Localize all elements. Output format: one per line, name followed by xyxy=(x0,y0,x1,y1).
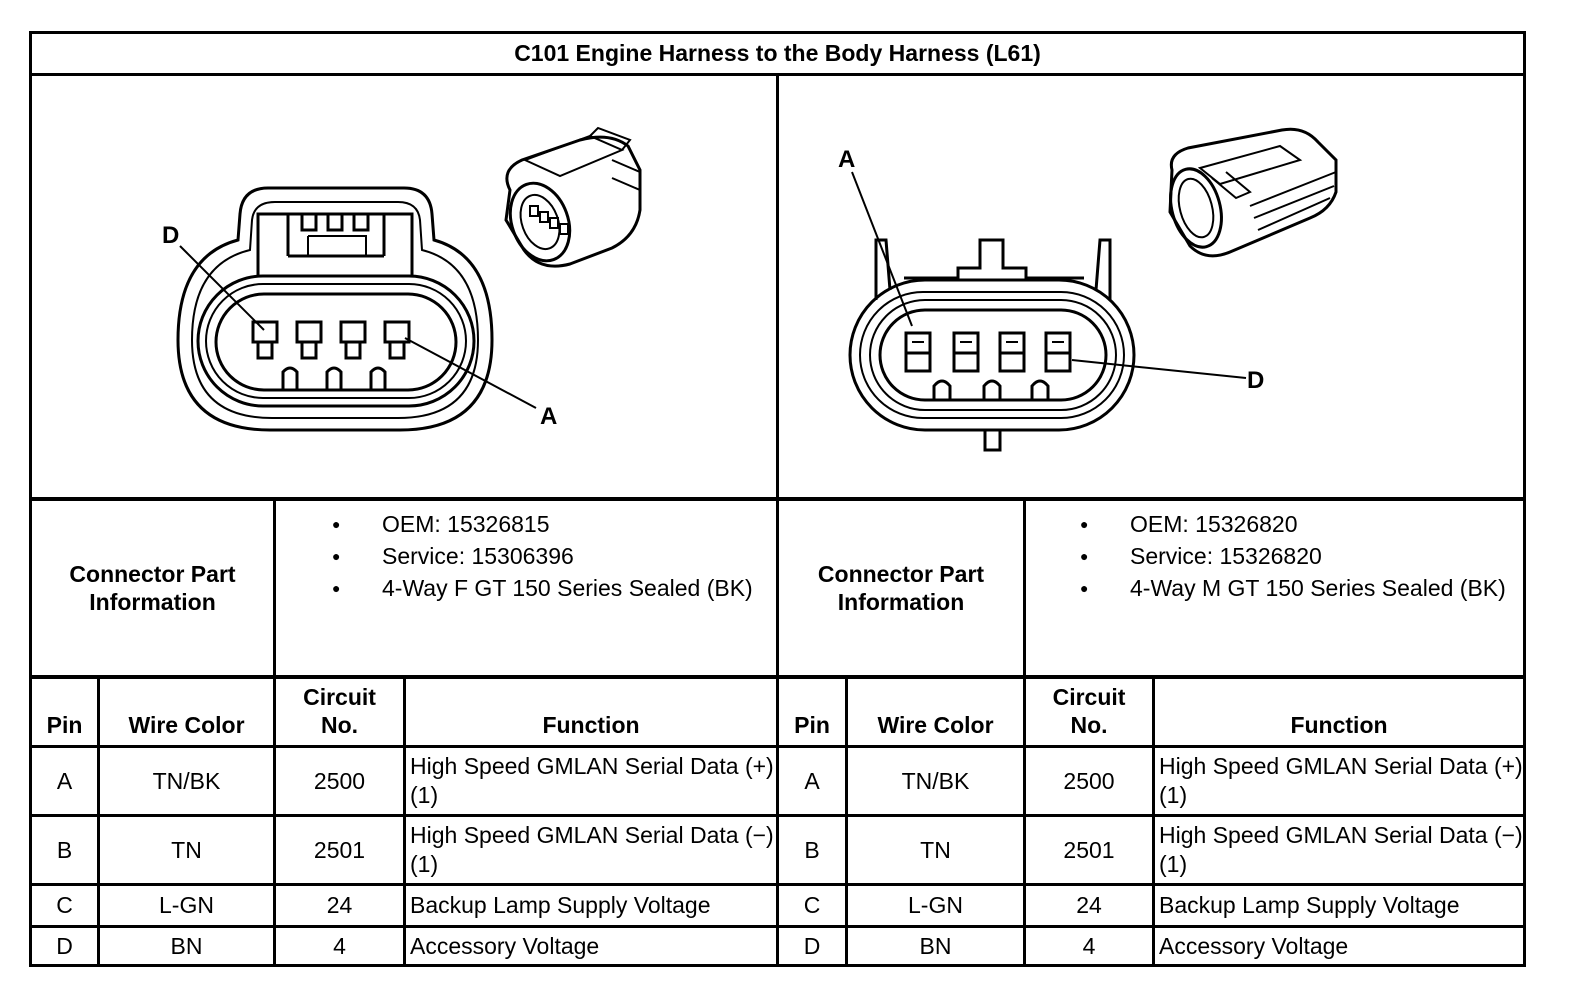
table-row: High Speed GMLAN Serial Data (−) (1) xyxy=(410,822,774,877)
table-row: TN/BK xyxy=(152,767,221,794)
table-row: TN xyxy=(920,836,951,863)
table-row: C xyxy=(56,892,73,918)
table-row: B xyxy=(804,836,820,863)
table-row: Accessory Voltage xyxy=(1159,932,1349,959)
right-connector-part-info-list: OEM: 15326820 Service: 15326820 4-Way M … xyxy=(1080,508,1510,668)
right-header-pin: Pin xyxy=(794,712,830,738)
right-pin-label-bottom: D xyxy=(1247,367,1264,394)
table-row: High Speed GMLAN Serial Data (+) (1) xyxy=(1159,753,1523,808)
col-divider xyxy=(845,677,848,967)
table-row: TN xyxy=(171,836,202,863)
table-row: 4 xyxy=(1082,932,1096,959)
table-row: BN xyxy=(919,932,952,959)
table-row: 2500 xyxy=(1063,767,1115,794)
left-info-service: Service: 15306396 xyxy=(332,540,753,572)
table-row: 24 xyxy=(1076,892,1102,918)
left-connector-part-info-label: Connector Part Information xyxy=(69,561,236,615)
table-row: A xyxy=(56,767,73,794)
title-divider xyxy=(29,73,1526,76)
table-row: Accessory Voltage xyxy=(410,932,600,959)
right-header-function: Function xyxy=(1290,712,1388,738)
col-divider xyxy=(97,677,100,967)
col-divider xyxy=(273,499,276,967)
left-pin-label-top: D xyxy=(162,222,179,249)
col-divider xyxy=(403,677,406,967)
right-info-description: 4-Way M GT 150 Series Sealed (BK) xyxy=(1080,574,1506,603)
female-connector-3d-icon xyxy=(504,126,642,268)
table-row: A xyxy=(804,767,820,794)
table-row: D xyxy=(56,932,73,959)
table-row: 2501 xyxy=(313,836,366,863)
table-row: L-GN xyxy=(908,892,963,918)
col-divider xyxy=(1023,499,1026,967)
left-header-pin: Pin xyxy=(46,712,83,738)
table-row: TN/BK xyxy=(901,767,970,794)
table-row: C xyxy=(803,892,821,918)
right-connector-part-info-label: Connector Part Information xyxy=(817,561,985,615)
table-row: B xyxy=(56,836,73,863)
male-connector-3d-icon xyxy=(1168,127,1338,258)
table-row: BN xyxy=(170,932,203,959)
table-row: 4 xyxy=(333,932,346,959)
left-header-wire-color: Wire Color xyxy=(128,712,245,738)
table-row: Backup Lamp Supply Voltage xyxy=(410,892,711,918)
left-connector-part-info-list: OEM: 15326815 Service: 15306396 4-Way F … xyxy=(332,508,762,668)
table-row: L-GN xyxy=(159,892,214,918)
table-row: High Speed GMLAN Serial Data (+) (1) xyxy=(410,753,774,808)
left-info-description: 4-Way F GT 150 Series Sealed (BK) xyxy=(332,574,753,603)
table-row: 24 xyxy=(326,892,353,918)
col-divider xyxy=(1152,677,1155,967)
table-row: High Speed GMLAN Serial Data (−) (1) xyxy=(1159,822,1523,877)
left-header-function: Function xyxy=(542,712,640,738)
left-header-circuit-no: Circuit No. xyxy=(303,684,376,738)
right-info-service: Service: 15326820 xyxy=(1080,540,1506,572)
left-pin-label-bottom: A xyxy=(540,403,557,430)
table-row: Backup Lamp Supply Voltage xyxy=(1159,892,1460,918)
right-header-circuit-no: Circuit No. xyxy=(1052,684,1126,738)
table-row: 2500 xyxy=(313,767,366,794)
right-info-oem: OEM: 15326820 xyxy=(1080,508,1506,540)
table-row: D xyxy=(803,932,821,959)
page-title: C101 Engine Harness to the Body Harness … xyxy=(514,40,1041,66)
center-divider xyxy=(776,75,779,967)
table-row: 2501 xyxy=(1063,836,1115,863)
right-header-wire-color: Wire Color xyxy=(877,712,994,738)
right-pin-label-top: A xyxy=(838,146,855,173)
left-info-oem: OEM: 15326815 xyxy=(332,508,753,540)
male-connector-face-diagram xyxy=(848,171,1247,452)
